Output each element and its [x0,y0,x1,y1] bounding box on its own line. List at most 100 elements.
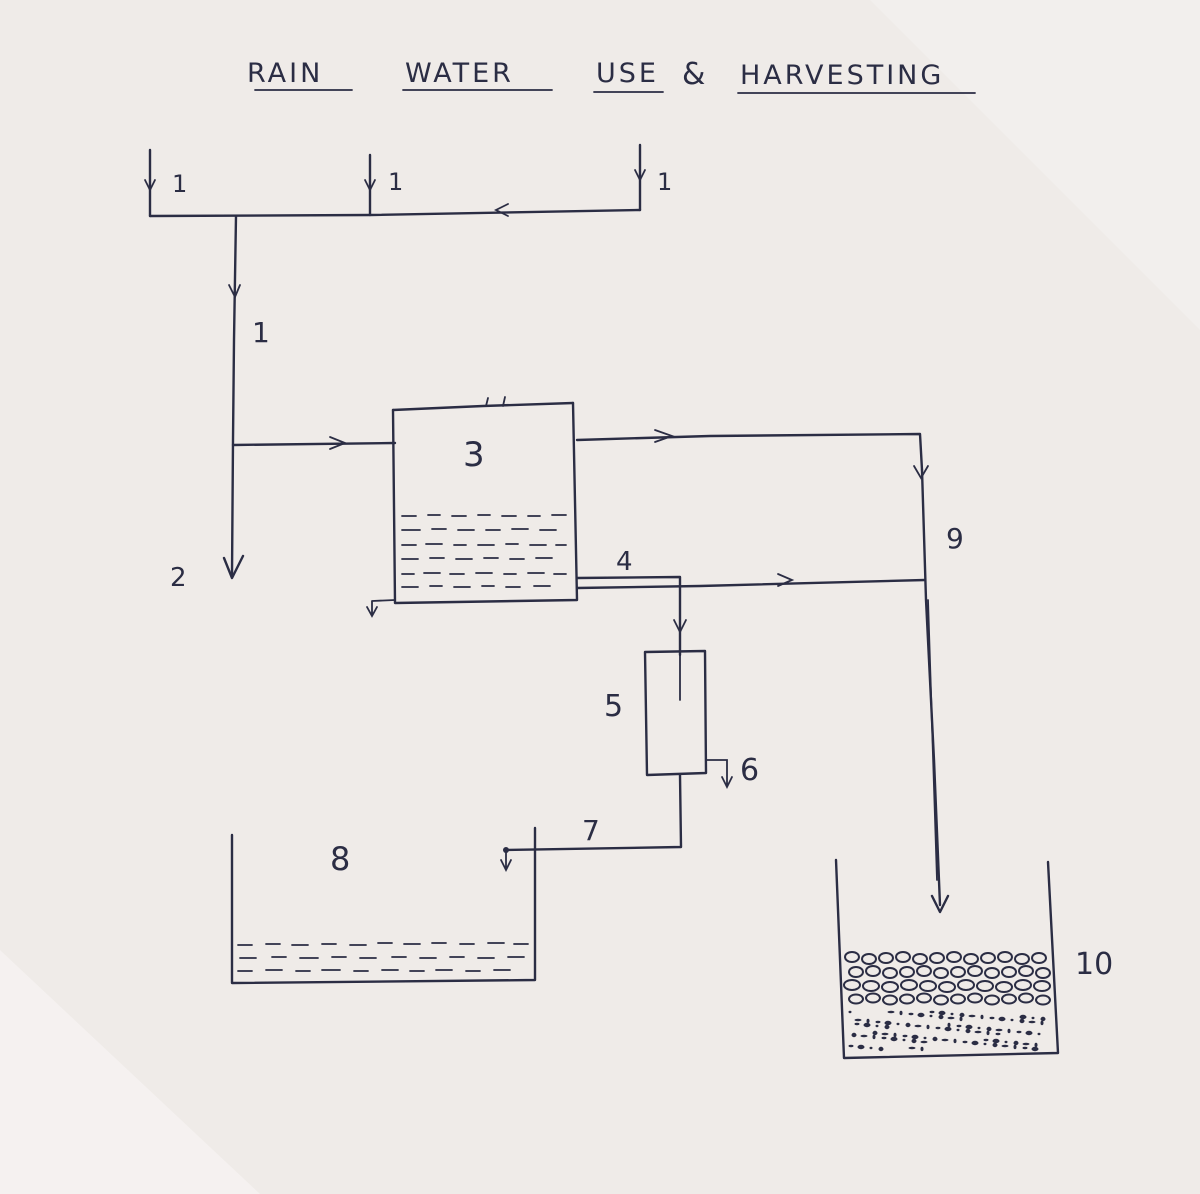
gravel-speck [992,1038,1000,1044]
label-outlet: 4 [616,547,633,577]
pebble [895,951,911,963]
tank-water [401,514,567,588]
gravel-speck [929,1010,935,1014]
inlet-arrow-right [634,169,646,183]
outlet-pipe-upper [575,575,682,657]
recharge-down-arrow-top [913,465,929,480]
gravel-speck [923,1036,927,1040]
pebble [865,965,881,977]
pebble [848,966,864,978]
title-ampersand: & [682,57,708,92]
gravel-speck [947,1022,951,1028]
gravel-speck [989,1016,995,1020]
gravel-speck [974,1030,982,1034]
inlet-arrow-middle [364,179,376,193]
pebble [882,994,898,1006]
storage-walls [230,826,537,985]
tank-overflow-line [575,432,924,472]
pebble [950,966,966,978]
gravel-speck [1031,1016,1035,1020]
label-inlet-left: 1 [172,170,187,198]
gravel-speck [1037,1032,1041,1036]
gravel-speck [1013,1040,1019,1046]
gravel-speck [992,1042,998,1048]
gutter-flow-arrow [493,203,509,217]
pit-gravel-layers [843,951,1051,1052]
pebble [900,979,918,991]
gravel-speck [1040,1020,1044,1026]
title-word-harvesting: HARVESTING [740,60,944,91]
gravel-speck [995,1028,1003,1032]
pebble [1031,952,1047,964]
gravel-speck [938,1010,946,1016]
pit-walls [834,858,1060,1060]
outlet-pipe-to-recharge [575,578,927,590]
pebble [1018,965,1034,977]
gravel-speck [911,1038,917,1044]
tank-lid [391,401,575,412]
label-recharge-pit: 10 [1075,947,1113,982]
label-down-pipe: 1 [252,316,270,349]
gravel-speck [965,1024,973,1030]
pebble [916,965,932,977]
gravel-speck [962,1040,968,1044]
gravel-speck [986,1030,990,1036]
pebble [899,993,915,1005]
pebble [933,967,949,979]
filter-unit: 5 6 [604,649,759,790]
pebble [1014,953,1030,965]
gravel-speck [848,1044,854,1048]
pebble [984,967,1000,979]
gravel-speck [875,1020,881,1024]
pebble [933,994,949,1006]
gravel-speck [866,1018,870,1024]
label-filtered-line: 7 [582,814,600,847]
gravel-speck [995,1032,1001,1036]
gravel-speck [956,1028,960,1032]
pebble [1033,980,1051,992]
down-pipe-line [230,214,238,577]
pebble [1035,967,1051,979]
gravel-speck [929,1014,933,1018]
pebble [963,953,979,965]
gravel-speck [932,1036,938,1042]
gravel-speck [1031,1046,1039,1052]
gravel-speck [902,1034,908,1038]
gravel-speck [935,1026,941,1030]
pebble [916,992,932,1004]
pebble [899,966,915,978]
gravel-speck [944,1026,952,1032]
gravel-speck [920,1046,924,1052]
gravel-speck [893,1032,897,1038]
gravel-speck [1034,1042,1038,1048]
gravel-speck [908,1046,916,1050]
gravel-speck [926,1024,930,1030]
gravel-speck [911,1034,919,1040]
gravel-speck [956,1024,962,1028]
pebble [1035,994,1051,1006]
filtered-pipe-arrow [500,849,512,873]
recharge-pit: 10 [834,858,1113,1060]
label-filter-drain: 6 [740,753,759,788]
pebble [844,951,860,963]
label-storage: 8 [330,840,350,878]
gravel-speck [1019,1018,1025,1024]
gravel-speck [1019,1014,1027,1020]
paper-light-corner [870,0,1200,330]
pebble [967,992,983,1004]
pebble [946,951,962,963]
gravel-speck [884,1024,890,1030]
pebble [848,993,864,1005]
gravel-speck [980,1014,984,1020]
tank-walls [391,401,579,605]
tank-overflow-arrow [654,429,675,443]
pebble [995,981,1013,993]
gravel-speck [941,1038,949,1042]
roof-collection: 1 1 1 [144,143,672,218]
pebble [862,980,880,992]
pebble [950,993,966,1005]
gravel-speck [998,1016,1006,1022]
gravel-speck [1040,1016,1046,1022]
gravel-speck [965,1028,971,1034]
